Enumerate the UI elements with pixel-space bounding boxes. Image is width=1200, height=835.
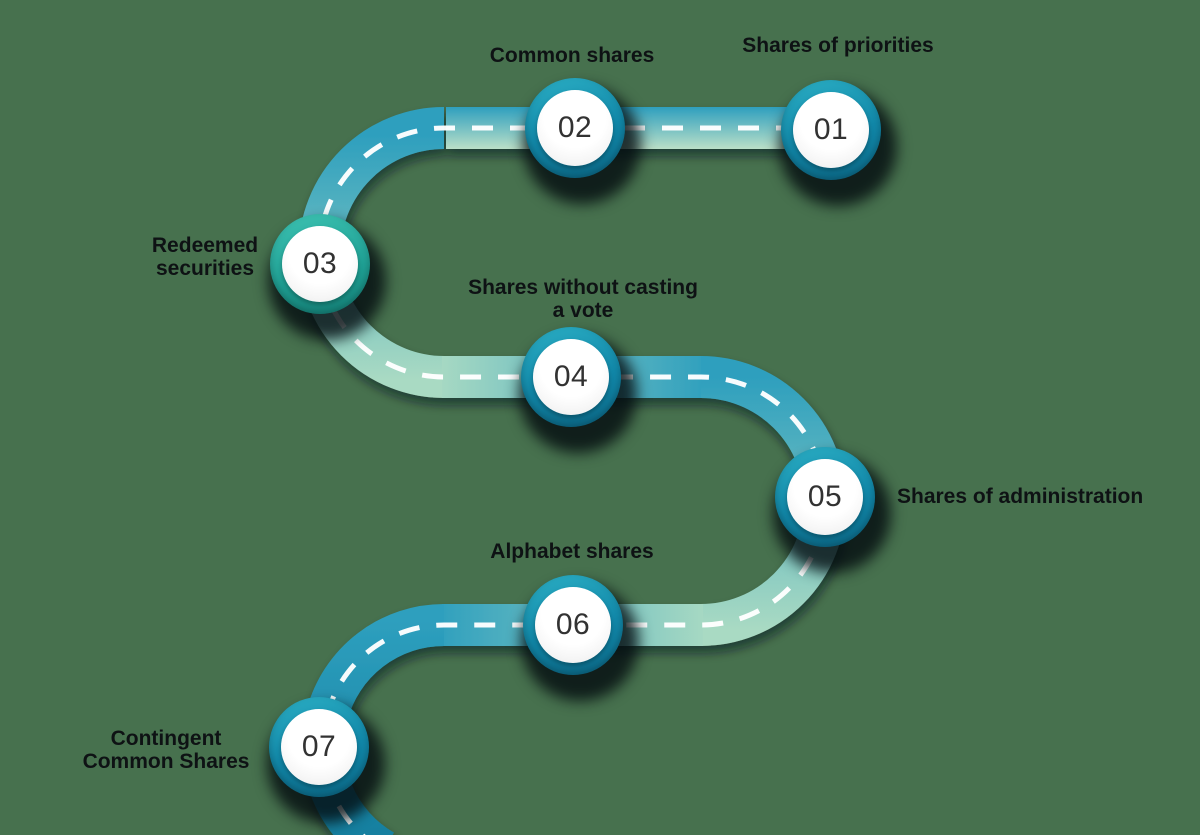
node-number: 01 bbox=[813, 113, 849, 146]
node-ring: 06 bbox=[523, 575, 623, 675]
node-label-02: Common shares bbox=[489, 44, 655, 67]
node-label-07: Contingent Common Shares bbox=[82, 727, 250, 773]
node-circle: 01 bbox=[793, 92, 869, 168]
node-number: 02 bbox=[557, 111, 593, 144]
roadmap-node-01: 01 bbox=[779, 80, 897, 206]
node-label-05: Shares of administration bbox=[897, 485, 1144, 508]
node-number: 04 bbox=[553, 360, 589, 393]
node-number: 07 bbox=[301, 730, 337, 763]
node-circle: 07 bbox=[281, 709, 357, 785]
node-number: 05 bbox=[807, 480, 843, 513]
node-label-01: Shares of priorities bbox=[742, 34, 934, 57]
road-body bbox=[298, 107, 846, 835]
node-number: 06 bbox=[555, 608, 591, 641]
node-ring: 07 bbox=[269, 697, 369, 797]
node-circle: 02 bbox=[537, 90, 613, 166]
node-circle: 04 bbox=[533, 339, 609, 415]
node-circle: 06 bbox=[535, 587, 611, 663]
roadmap-node-07: 07 bbox=[267, 697, 385, 823]
node-ring: 04 bbox=[521, 327, 621, 427]
roadmap-node-06: 06 bbox=[521, 575, 639, 701]
node-ring: 05 bbox=[775, 447, 875, 547]
node-ring: 03 bbox=[270, 214, 370, 314]
node-ring: 02 bbox=[525, 78, 625, 178]
node-circle: 05 bbox=[787, 459, 863, 535]
roadmap-node-04: 04 bbox=[519, 327, 637, 453]
roadmap-node-02: 02 bbox=[523, 78, 641, 204]
roadmap-node-05: 05 bbox=[773, 447, 891, 573]
node-ring: 01 bbox=[781, 80, 881, 180]
roadmap-node-03: 03 bbox=[268, 214, 386, 340]
node-circle: 03 bbox=[282, 226, 358, 302]
node-number: 03 bbox=[302, 247, 338, 280]
node-label-03: Redeemed securities bbox=[151, 234, 259, 280]
node-label-04: Shares without casting a vote bbox=[468, 276, 698, 322]
node-label-06: Alphabet shares bbox=[490, 540, 654, 563]
road-center-dashes bbox=[317, 125, 835, 835]
